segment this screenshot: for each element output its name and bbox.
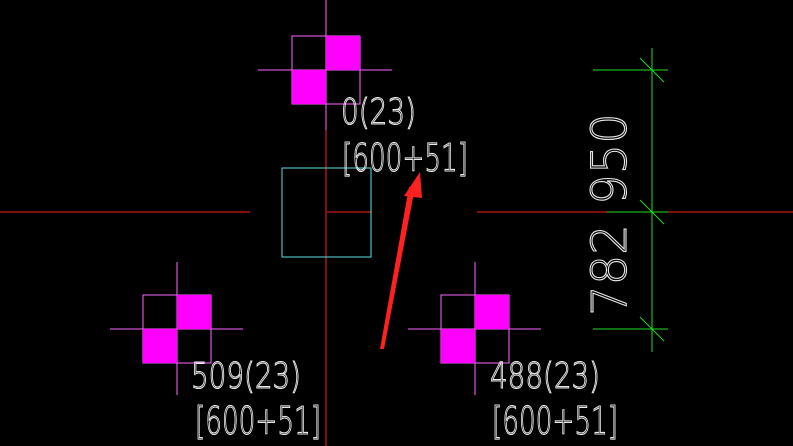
point-marker-bottom-right[interactable] [408,262,541,395]
point-bracket-label: [600+51] [195,399,321,443]
column-outline[interactable] [281,167,372,258]
point-bracket-label: [600+51] [492,399,618,443]
dimension-label-upper[interactable]: 950 [581,113,638,206]
point-label-top[interactable]: 0(23) [600+51] [340,91,468,180]
point-marker-bottom-left[interactable] [110,262,243,395]
point-value-label: 488(23) [490,356,600,397]
marker-fill-square [326,36,360,70]
dimension-tick [639,316,665,342]
marker-fill-square [292,70,326,104]
marker-fill-square [143,329,177,363]
point-marker-top[interactable] [258,0,392,130]
point-value-label: 509(23) [191,356,301,397]
dimension-label-lower[interactable]: 782 [581,224,638,317]
point-label-bottom-left[interactable]: 509(23) [600+51] [190,355,321,443]
point-value-label: 0(23) [341,92,416,133]
point-bracket-label: [600+51] [342,136,468,180]
dimension-group[interactable]: 950 782 [581,48,668,352]
arrow-shaft [380,187,415,349]
marker-fill-square [177,295,211,329]
marker-fill-square [441,329,475,363]
dimension-tick [639,199,665,225]
marker-fill-square [475,295,509,329]
point-label-bottom-right[interactable]: 488(23) [600+51] [489,355,618,443]
arrow-pointer-icon [380,172,422,349]
arrow-head [404,172,422,198]
dimension-tick [639,57,665,83]
